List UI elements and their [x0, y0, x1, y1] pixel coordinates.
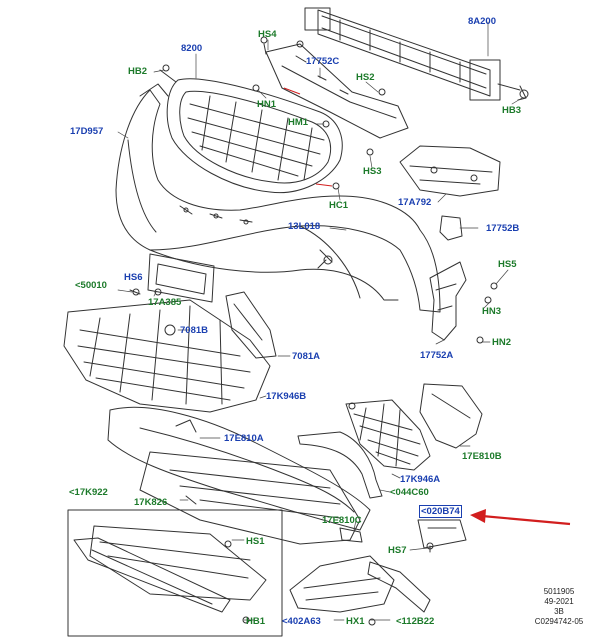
label-17e810b: 17E810B — [462, 451, 502, 462]
label-hb3: HB3 — [502, 105, 522, 116]
label-hn1: HN1 — [257, 99, 277, 110]
label-hb2: HB2 — [128, 66, 148, 77]
label-17e810a: 17E810A — [224, 433, 264, 444]
side-grille-17k946a — [345, 399, 431, 471]
label-hx1: HX1 — [346, 616, 365, 627]
label-50010: <50010 — [75, 280, 107, 291]
label-13l018: 13L018 — [288, 221, 321, 232]
label-hb1: HB1 — [246, 616, 266, 627]
code-line-3: 3B — [554, 607, 564, 616]
label-17k826: 17K826 — [134, 497, 168, 508]
code-line-4: C0294742-05 — [534, 617, 584, 626]
code-line-2: 49-2021 — [544, 597, 574, 606]
plate-bracket — [129, 253, 215, 303]
label-17752a: 17752A — [420, 350, 454, 361]
side-trim-17e810b — [419, 383, 483, 449]
bracket-17e810c — [339, 527, 363, 543]
undertray — [139, 451, 361, 545]
code-line-1: 5011905 — [543, 587, 575, 596]
side-trim-7081a — [225, 291, 277, 359]
label-17k946a: 17K946A — [400, 474, 441, 485]
bracket-020b74 — [417, 519, 467, 553]
reinforcement-beam — [304, 7, 529, 101]
side-bracket-17752a — [429, 261, 467, 341]
lower-fascia — [107, 406, 371, 531]
label-7081a: 7081A — [292, 351, 320, 362]
front-grille — [159, 64, 343, 194]
leader-lines — [117, 21, 523, 621]
drawing-code: 5011905 49-2021 3B C0294742-05 — [523, 587, 595, 627]
label-hs7: HS7 — [388, 545, 407, 556]
label-hm1: HM1 — [288, 117, 309, 128]
label-hs4: HS4 — [258, 29, 277, 40]
label-17752b: 17752B — [486, 223, 520, 234]
label-8a200: 8A200 — [468, 16, 496, 27]
trim-strip-044c60 — [297, 431, 383, 499]
label-17e810c: 17E810C — [322, 515, 362, 526]
label-hn3: HN3 — [482, 306, 502, 317]
small-bracket-17752b — [439, 215, 463, 241]
splash-shield-box — [67, 509, 283, 637]
label-7081b: 7081B — [180, 325, 208, 336]
label-17d957: 17D957 — [70, 126, 104, 137]
label-044c60: <044C60 — [390, 487, 429, 498]
label-hs1: HS1 — [246, 536, 265, 547]
strip-112b22 — [367, 561, 431, 613]
clip-7081b — [164, 324, 176, 336]
label-17k922: <17K922 — [69, 487, 108, 498]
label-hs6: HS6 — [124, 272, 143, 283]
hose-red-2 — [315, 183, 333, 187]
label-17a792: 17A792 — [398, 197, 432, 208]
label-hs3: HS3 — [363, 166, 382, 177]
label-17752c: 17752C — [306, 56, 340, 67]
label-402a63: <402A63 — [282, 616, 321, 627]
label-020b74-highlighted: <020B74 — [419, 505, 462, 518]
label-hs2: HS2 — [356, 72, 375, 83]
callout-arrow — [470, 509, 571, 526]
label-hc1: HC1 — [329, 200, 349, 211]
upper-bracket — [260, 36, 409, 139]
label-17a385: 17A385 — [148, 297, 182, 308]
hose-red-1 — [283, 87, 301, 95]
lower-grille — [63, 299, 271, 413]
side-bracket-17a792 — [399, 145, 501, 197]
panel-402a63 — [289, 555, 395, 613]
label-112b22: <112B22 — [396, 616, 435, 627]
label-hn2: HN2 — [492, 337, 512, 348]
label-hs5: HS5 — [498, 259, 517, 270]
label-8200: 8200 — [181, 43, 203, 54]
bumper-cover — [115, 83, 441, 313]
label-17k946b: 17K946B — [266, 391, 307, 402]
